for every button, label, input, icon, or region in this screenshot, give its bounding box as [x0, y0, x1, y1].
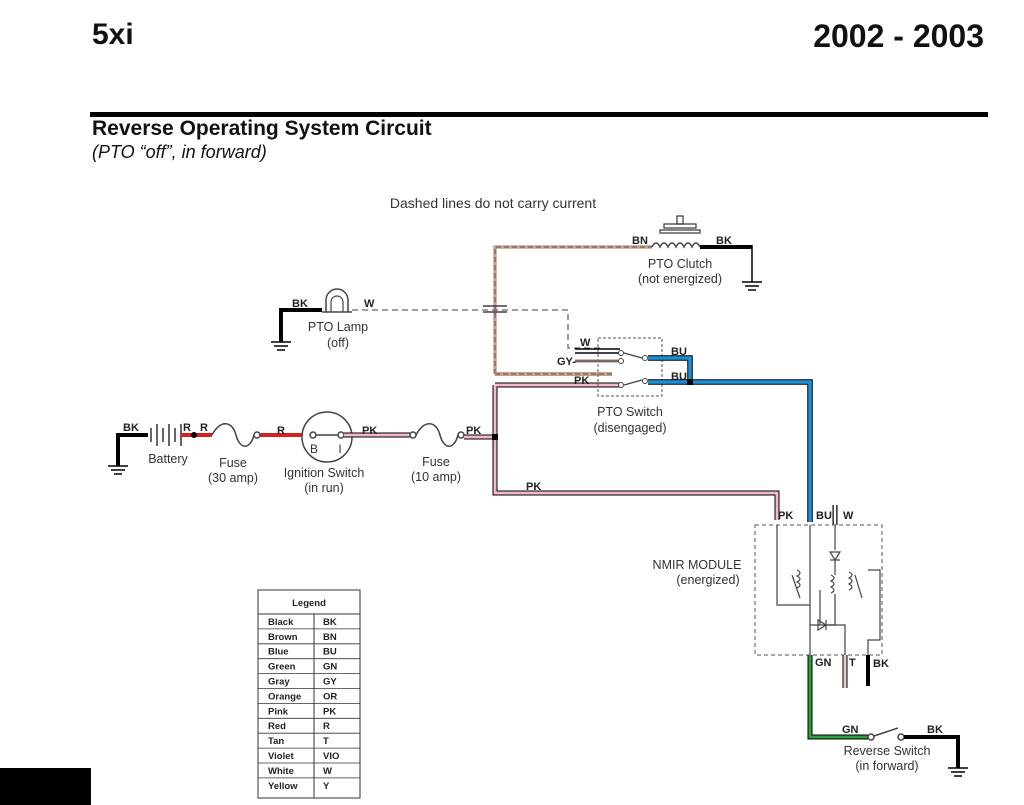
legend-color-name: Yellow	[268, 781, 298, 792]
legend-color-code: GN	[323, 662, 337, 673]
wire-label: BK	[927, 724, 943, 736]
reverse-switch-icon	[867, 727, 968, 777]
fuse-30-icon	[211, 423, 255, 447]
nmir-state: (energized)	[676, 573, 739, 587]
wire-label: R	[183, 422, 191, 434]
wire-label: BU	[671, 346, 687, 358]
fuse-10-rating: (10 amp)	[411, 470, 461, 484]
pto-switch-icon	[575, 337, 663, 397]
wire-label: BK	[716, 235, 732, 247]
legend-color-code: PK	[323, 706, 336, 717]
diagram-title: Reverse Operating System Circuit	[92, 117, 432, 140]
wire-label: R	[200, 422, 208, 434]
blue-wire	[648, 355, 813, 522]
model-name: 5xi	[92, 18, 134, 51]
wire-label: W	[364, 298, 375, 310]
corner-block	[0, 768, 91, 805]
wire-label: BU	[671, 371, 687, 383]
reverse-switch-label: Reverse Switch	[844, 744, 931, 758]
legend-color-name: Green	[268, 662, 296, 673]
legend-color-name: Black	[268, 617, 294, 628]
legend-color-name: White	[268, 766, 294, 777]
wire-label: PK	[778, 510, 793, 522]
terminal-i: I	[338, 442, 341, 456]
ignition-switch-icon: B I	[301, 411, 353, 463]
battery-label: Battery	[148, 452, 188, 466]
legend-color-name: Gray	[268, 677, 290, 688]
legend-table: Legend Black BK Brown BN Blue BU Green GN Gray GY…	[257, 589, 361, 799]
legend-color-code: BK	[323, 617, 337, 628]
battery-icon	[150, 424, 182, 446]
wire-label: GN	[842, 724, 859, 736]
fuse-10-icon	[415, 423, 459, 447]
dashed-note: Dashed lines do not carry current	[390, 195, 596, 211]
pto-switch-label: PTO Switch	[597, 405, 663, 419]
wire-label: PK	[466, 425, 481, 437]
battery-ground-wire	[108, 433, 148, 475]
wire-label: BU	[816, 510, 832, 522]
legend-title: Legend	[292, 598, 326, 609]
nmir-label: NMIR MODULE	[653, 558, 742, 572]
pto-lamp-state: (off)	[327, 336, 349, 350]
legend-color-name: Red	[268, 721, 286, 732]
legend-color-name: Brown	[268, 632, 298, 643]
terminal-b: B	[310, 442, 318, 456]
nmir-module-icon	[754, 524, 883, 656]
wire-label: R	[277, 425, 285, 437]
wire-label: PK	[362, 425, 377, 437]
legend-color-code: OR	[323, 691, 337, 702]
wire-label: W	[580, 337, 591, 349]
legend-color-name: Pink	[268, 706, 289, 717]
legend-color-name: Tan	[268, 736, 284, 747]
pto-clutch-label: PTO Clutch	[648, 257, 712, 271]
wire-label: GN	[815, 657, 832, 669]
wire-label: GY-	[557, 356, 576, 368]
wire-label: PK	[574, 375, 589, 387]
legend-color-name: Violet	[268, 751, 295, 762]
wire-label: BK	[292, 298, 308, 310]
green-wire	[807, 655, 868, 740]
pto-lamp-icon	[322, 288, 352, 313]
wire-label: BK	[123, 422, 139, 434]
ignition-state: (in run)	[304, 481, 344, 495]
diagram-subtitle: (PTO “off”, in forward)	[92, 142, 267, 162]
pto-clutch-state: (not energized)	[638, 272, 722, 286]
ignition-label: Ignition Switch	[284, 466, 365, 480]
legend-color-name: Blue	[268, 647, 289, 658]
fuse-10-label: Fuse	[422, 455, 450, 469]
pto-switch-state: (disengaged)	[594, 421, 667, 435]
wire-label: W	[843, 510, 854, 522]
legend-color-name: Orange	[268, 691, 301, 702]
wire-label: BN	[632, 235, 648, 247]
legend-color-code: BN	[323, 632, 337, 643]
model-years: 2002 - 2003	[813, 18, 984, 54]
pto-lamp-wires	[271, 305, 600, 351]
reverse-switch-state: (in forward)	[855, 759, 918, 773]
wire-label: T	[849, 657, 856, 669]
legend-color-code: T	[323, 736, 329, 747]
legend-color-code: BU	[323, 647, 337, 658]
header-rule	[90, 112, 988, 117]
legend-color-code: Y	[323, 781, 330, 792]
fuse-30-rating: (30 amp)	[208, 471, 258, 485]
pto-lamp-label: PTO Lamp	[308, 320, 368, 334]
fuse-30-label: Fuse	[219, 456, 247, 470]
legend-color-code: W	[323, 766, 332, 777]
wire-label: BK	[873, 658, 889, 670]
legend-color-code: R	[323, 721, 330, 732]
wire-label: PK	[526, 481, 541, 493]
red-wire-battery	[181, 432, 212, 438]
pto-clutch-icon	[651, 215, 762, 291]
legend-color-code: GY	[323, 677, 337, 688]
brown-wire-pto	[493, 245, 652, 376]
pink-wire-main	[464, 382, 780, 520]
legend-color-code: VIO	[323, 751, 339, 762]
